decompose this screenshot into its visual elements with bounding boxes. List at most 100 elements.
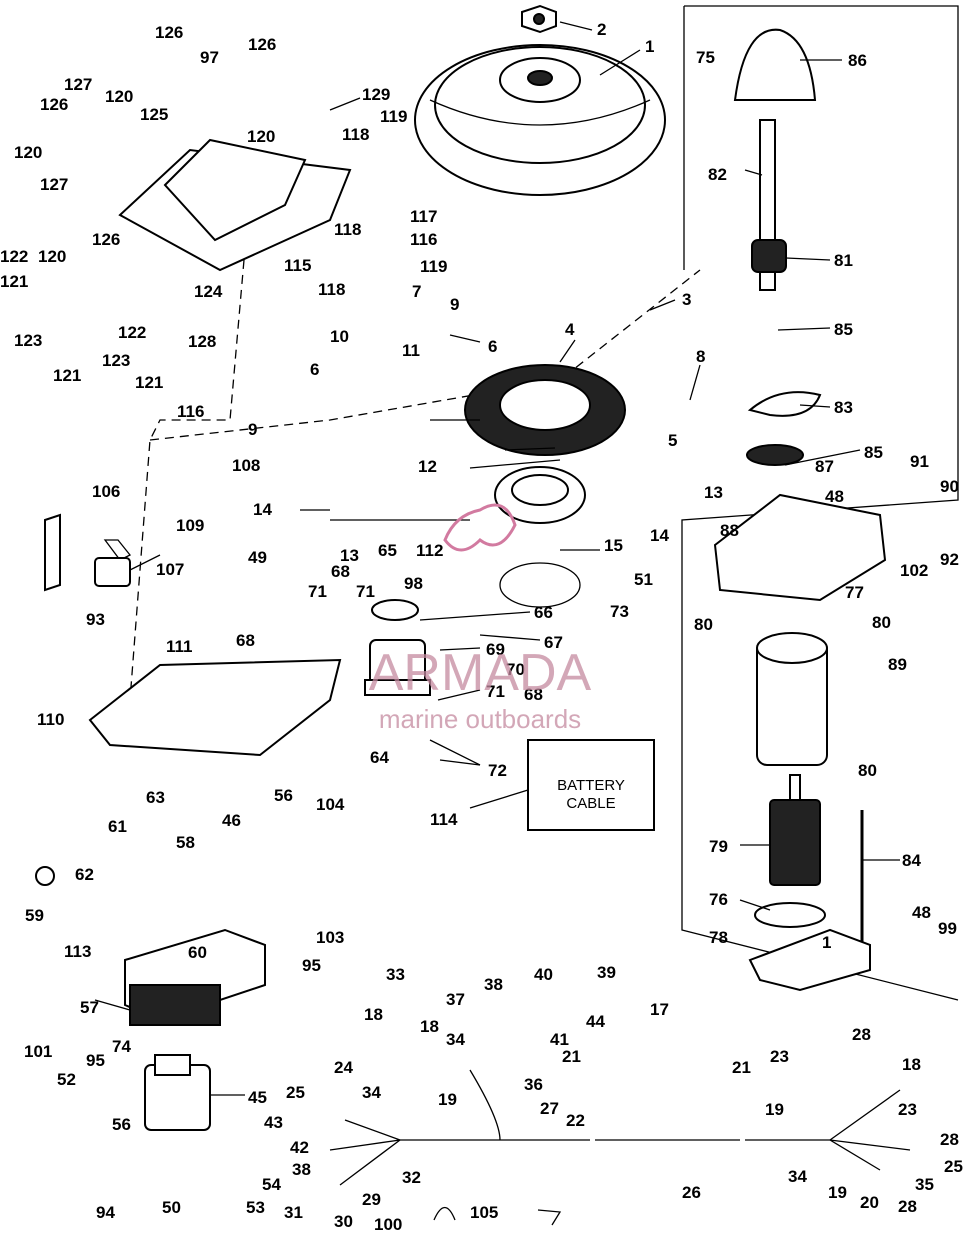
callout-64: 64 [370, 748, 389, 767]
callout-11: 11 [402, 341, 420, 360]
callout-128: 128 [188, 332, 216, 351]
callout-122-b: 122 [118, 323, 146, 342]
callout-118-b: 118 [334, 220, 361, 239]
callout-110: 110 [37, 710, 64, 729]
starter-armature [769, 774, 821, 886]
callout-123-a: 123 [14, 331, 42, 350]
callout-106: 106 [92, 482, 120, 501]
callout-54: 54 [262, 1175, 281, 1194]
callout-80-a: 80 [694, 615, 713, 634]
brand-watermark: ARMADA marine outboards [369, 503, 592, 734]
callout-35: 35 [915, 1175, 934, 1194]
callout-115: 115 [284, 256, 311, 275]
callout-67: 67 [544, 633, 563, 652]
callout-51: 51 [634, 570, 653, 589]
harness-wires-right [829, 1089, 911, 1171]
callout-25-b: 25 [944, 1157, 963, 1176]
callout-101: 101 [24, 1042, 52, 1061]
callout-18-c: 18 [902, 1055, 921, 1074]
callout-58: 58 [176, 833, 195, 852]
callout-49: 49 [248, 548, 267, 567]
ground-terminal [35, 866, 55, 886]
callout-121-c: 121 [135, 373, 163, 392]
rectifier [124, 928, 266, 1026]
leader-lines [94, 21, 900, 1096]
starter-frame [756, 632, 828, 766]
callout-83: 83 [834, 398, 853, 417]
callout-109: 109 [176, 516, 204, 535]
callout-119-b: 119 [420, 257, 447, 276]
callout-13-right: 13 [704, 483, 723, 502]
callout-40: 40 [534, 965, 553, 984]
starter-gear [746, 444, 804, 466]
callout-19-a: 19 [438, 1090, 457, 1109]
battery-cable-line1: BATTERY [557, 777, 625, 794]
callout-8: 8 [696, 347, 705, 366]
callout-34-a: 34 [446, 1030, 465, 1049]
callout-76: 76 [709, 890, 728, 909]
callout-68-b: 68 [331, 562, 350, 581]
callout-57: 57 [80, 998, 99, 1017]
callout-91: 91 [910, 452, 929, 471]
starter-washer [747, 391, 822, 417]
stator [464, 364, 626, 456]
callout-71-c: 71 [486, 682, 505, 701]
callout-113: 113 [64, 942, 91, 961]
callout-126-a: 126 [155, 23, 183, 42]
callout-71-a: 71 [308, 582, 327, 601]
callout-61: 61 [108, 817, 127, 836]
temperature-switch [94, 557, 131, 587]
callout-43: 43 [264, 1113, 283, 1132]
callout-1: 1 [645, 37, 654, 56]
callout-120-b: 120 [14, 143, 42, 162]
sensor-bracket [103, 539, 132, 561]
callout-95-b: 95 [302, 956, 321, 975]
harness-wires-left [329, 1119, 401, 1186]
callout-62: 62 [75, 865, 94, 884]
callout-65: 65 [378, 541, 397, 560]
callout-69: 69 [486, 640, 505, 659]
callout-87: 87 [815, 457, 834, 476]
callout-21-a: 21 [562, 1047, 581, 1066]
callout-44: 44 [586, 1012, 605, 1031]
callout-85-a: 85 [834, 320, 853, 339]
callout-122-a: 122 [0, 247, 28, 266]
callout-126-b: 126 [248, 35, 276, 54]
callout-129: 129 [362, 85, 390, 104]
callout-6-upper: 6 [488, 337, 497, 356]
mounting-strap [44, 513, 61, 592]
callout-108: 108 [232, 456, 260, 475]
callout-42: 42 [290, 1138, 309, 1157]
callout-36: 36 [524, 1075, 543, 1094]
callout-59: 59 [25, 906, 44, 925]
callout-116-b: 116 [410, 230, 437, 249]
callout-92: 92 [940, 550, 959, 569]
callout-39: 39 [597, 963, 616, 982]
callout-90: 90 [940, 477, 959, 496]
callout-71-b: 71 [356, 582, 375, 601]
callout-102: 102 [900, 561, 928, 580]
callout-75: 75 [696, 48, 715, 67]
callout-28-c: 28 [898, 1197, 917, 1216]
callout-12: 12 [418, 457, 437, 476]
dashed-guide-left [129, 259, 245, 701]
callout-72: 72 [488, 761, 507, 780]
solenoid-bracket [371, 599, 419, 621]
callout-14-right: 14 [650, 526, 669, 545]
callout-125: 125 [140, 105, 168, 124]
callout-2: 2 [597, 20, 606, 39]
callout-84: 84 [902, 851, 921, 870]
callout-104: 104 [316, 795, 345, 814]
retainer-ring [499, 562, 581, 608]
callout-45: 45 [248, 1088, 267, 1107]
callout-15: 15 [604, 536, 623, 555]
starter-end-cap [713, 493, 887, 602]
callout-9-lower: 9 [248, 420, 257, 439]
callout-95-a: 95 [86, 1051, 105, 1070]
callout-24: 24 [334, 1058, 353, 1077]
callout-18-b: 18 [420, 1017, 439, 1036]
callout-66: 66 [534, 603, 553, 622]
callout-89: 89 [888, 655, 907, 674]
callout-34-c: 34 [788, 1167, 807, 1186]
